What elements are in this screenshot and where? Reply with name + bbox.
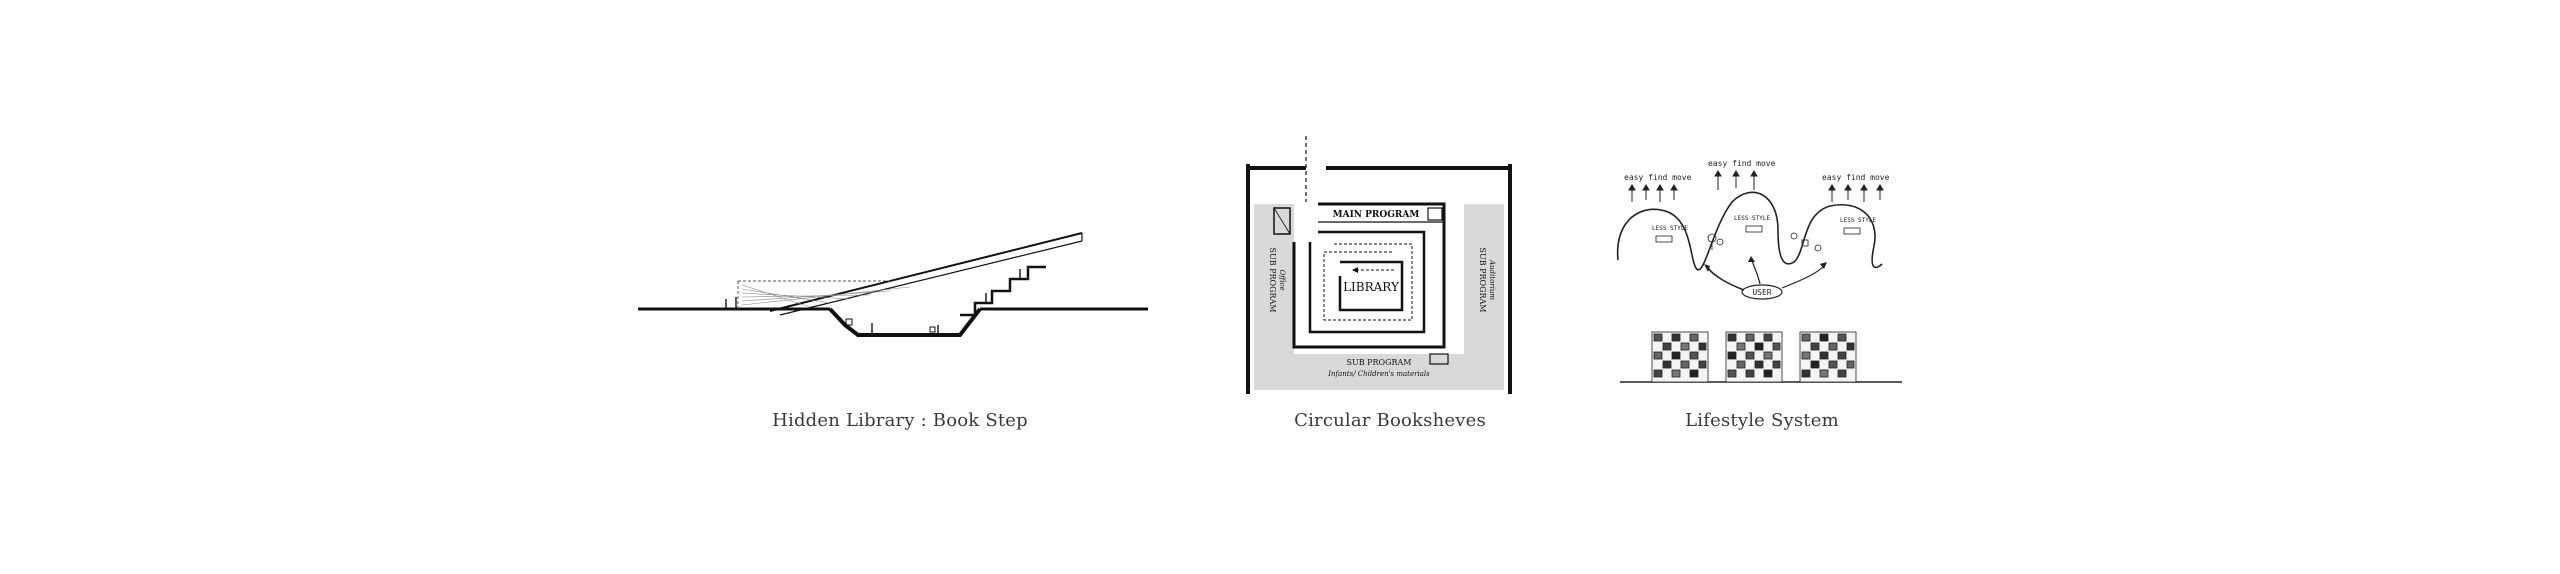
label-sub-program-left-note: Office <box>1278 270 1286 291</box>
bubble-box-middle <box>1745 225 1763 233</box>
spiral-inner <box>1338 260 1404 312</box>
grid-block-right <box>1799 331 1857 383</box>
label-sub-program-bottom: SUB PROGRAM <box>1347 358 1412 367</box>
zone-right <box>1464 204 1504 354</box>
arrowhead-left <box>1704 264 1710 272</box>
note-top-middle: easy find move <box>1708 159 1776 168</box>
up-arrows <box>1628 170 1884 202</box>
bubble-box-right <box>1843 227 1861 235</box>
arrow-user-left <box>1707 267 1745 291</box>
label-sub-program-right-note: Auditorium <box>1488 259 1496 300</box>
sub-program-box <box>1429 353 1449 365</box>
label-main-program: MAIN PROGRAM <box>1333 210 1420 220</box>
human-figures <box>725 269 1021 335</box>
bubble-label-middle: LESS STYLE <box>1734 215 1771 222</box>
spiral-dashed <box>1323 243 1413 321</box>
circular-bookshelves-plan: MAIN PROGRAM LIBRARY SUB PROGRAM Office … <box>1244 132 1514 402</box>
pit-details <box>845 318 936 333</box>
book-steps <box>960 265 1046 317</box>
caption-lifestyle-system: Lifestyle System <box>1685 410 1839 431</box>
hidden-library-svg <box>638 232 1148 337</box>
caption-hidden-library: Hidden Library : Book Step <box>772 410 1028 431</box>
bubble-label-right: LESS STYLE <box>1840 217 1877 224</box>
arrow-user-right <box>1781 265 1825 289</box>
bubble-box-left <box>1655 235 1673 243</box>
spiral-outer <box>1292 202 1446 349</box>
wavy-bubble-boundary <box>1616 191 1883 271</box>
office-box-cross <box>1273 207 1291 235</box>
note-top-right: easy find move <box>1822 173 1890 182</box>
note-top-left: easy find move <box>1624 173 1692 182</box>
inclined-roof-bottom <box>779 240 1083 316</box>
label-sub-program-bottom-note: Infants/ Children's materials <box>1327 370 1430 378</box>
inclined-roof-top <box>769 232 1083 312</box>
arrowhead-middle <box>1748 256 1755 262</box>
roof-hatching <box>741 284 911 308</box>
grid-block-middle <box>1725 331 1783 383</box>
hidden-library-section-drawing <box>630 215 1150 355</box>
sunken-pit <box>828 307 982 337</box>
label-sub-program-right: SUB PROGRAM <box>1478 248 1487 313</box>
user-ellipse <box>1741 284 1783 300</box>
arrowhead-right <box>1820 262 1827 269</box>
bubble-label-left: LESS STYLE <box>1652 225 1689 232</box>
spiral-arrowhead <box>1352 267 1358 273</box>
office-box <box>1273 207 1291 235</box>
arrow-user-middle <box>1751 259 1761 285</box>
caption-circular-bookshelves: Circular Booksheves <box>1294 410 1486 431</box>
label-sub-program-left: SUB PROGRAM <box>1268 248 1277 313</box>
lifestyle-system-svg: easy find move easy find move easy find … <box>1616 159 1902 383</box>
label-library: LIBRARY <box>1343 280 1400 294</box>
circular-bookshelves-svg: MAIN PROGRAM LIBRARY SUB PROGRAM Office … <box>1246 136 1512 394</box>
spiral-middle <box>1308 230 1426 334</box>
lifestyle-system-sketch: easy find move easy find move easy find … <box>1612 150 1912 390</box>
bubble-figures <box>1707 232 1822 252</box>
zone-bottom <box>1254 354 1504 390</box>
main-program-box <box>1427 207 1443 221</box>
grid-block-left <box>1651 331 1709 383</box>
user-label: USER <box>1752 288 1771 297</box>
